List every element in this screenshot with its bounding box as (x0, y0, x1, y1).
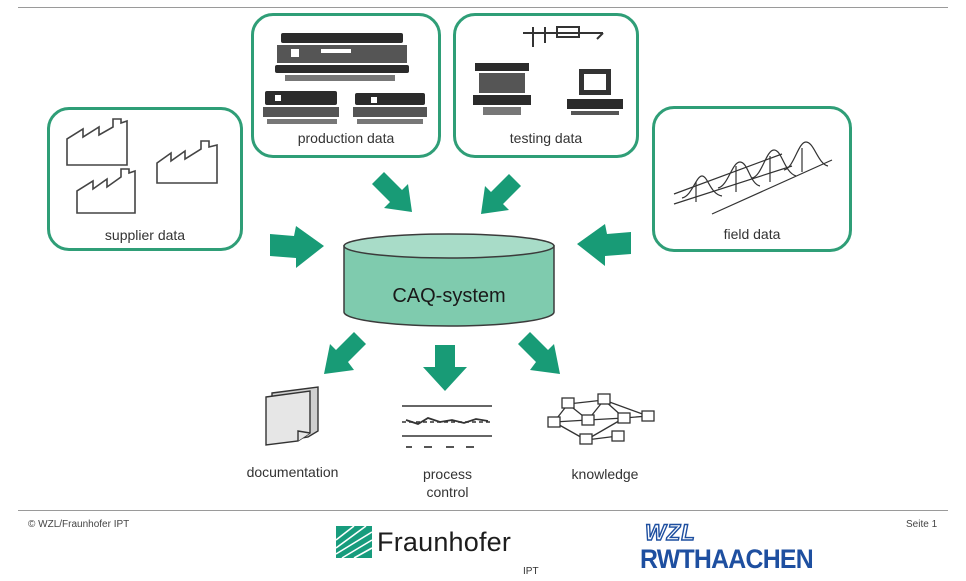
caq-system-database (343, 233, 555, 327)
arrow-caq-to-knowledge (518, 332, 560, 374)
documentation-label: documentation (246, 464, 339, 480)
caq-system-label: CAQ-system (392, 285, 506, 307)
documentation-icon (265, 386, 319, 446)
wzl-logo: WZL (644, 519, 696, 545)
fraunhofer-ipt-text: IPT (523, 566, 539, 577)
production-data-label: production data (297, 130, 395, 146)
field-data-box: field data (652, 106, 852, 252)
fraunhofer-logo-text: Fraunhofer (377, 527, 512, 557)
control-chart-icon (402, 405, 492, 448)
field-data-label: field data (723, 226, 781, 242)
page-number: Seite 1 (906, 519, 938, 530)
production-data-box: production data (251, 13, 441, 158)
supplier-data-box: supplier data (47, 107, 243, 251)
distribution-curves-icon (673, 141, 833, 215)
arrow-production-to-caq (372, 172, 412, 212)
rwth-aachen-logo: RWTHAACHEN (640, 544, 814, 574)
arrow-supplier-to-caq (270, 226, 324, 268)
machine-tools-icon (263, 33, 427, 124)
arrow-caq-to-process-control (423, 345, 467, 391)
process-control-label-line2: control (426, 484, 469, 500)
supplier-data-label: supplier data (104, 227, 186, 243)
knowledge-network-icon (547, 393, 655, 445)
top-rule (18, 7, 948, 8)
knowledge-label: knowledge (571, 466, 639, 482)
fraunhofer-logo-mark (335, 525, 373, 559)
measurement-equipment-icon (473, 26, 623, 115)
arrow-testing-to-caq (481, 174, 521, 214)
copyright-text: © WZL/Fraunhofer IPT (28, 519, 130, 530)
factory-icon (66, 118, 218, 214)
bottom-rule (18, 510, 948, 511)
process-control-label-line1: process (422, 466, 473, 482)
testing-data-box: testing data (453, 13, 639, 158)
testing-data-label: testing data (509, 130, 583, 146)
arrow-field-to-caq (577, 224, 631, 266)
arrow-caq-to-documentation (324, 332, 366, 374)
